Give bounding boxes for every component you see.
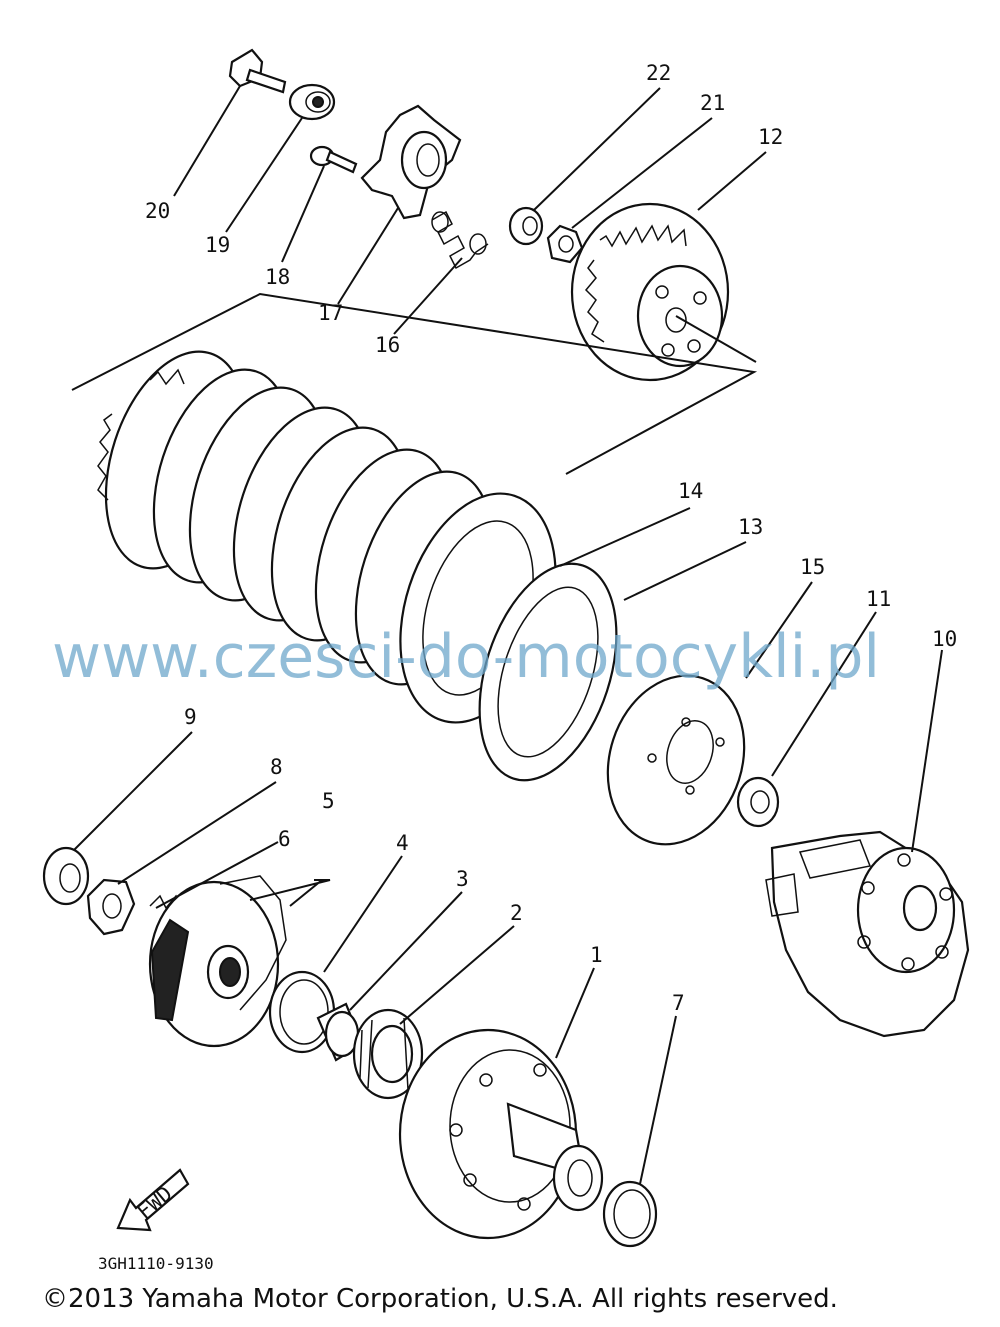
part-4-shim bbox=[268, 970, 336, 1054]
callout-4: 4 bbox=[396, 831, 409, 855]
callout-10: 10 bbox=[932, 627, 957, 651]
part-10-clutch-housing bbox=[765, 830, 970, 1038]
part-9-washer bbox=[42, 846, 90, 906]
callout-numbers: 20 19 18 17 16 22 21 12 14 13 15 11 10 9… bbox=[145, 61, 957, 1015]
part-21-lock-washer bbox=[546, 224, 584, 264]
part-8-lock-washer bbox=[86, 878, 136, 936]
callout-18: 18 bbox=[265, 265, 290, 289]
callout-1: 1 bbox=[590, 943, 603, 967]
clutch-plate-stack bbox=[97, 350, 557, 724]
fwd-direction-arrow: FWD bbox=[116, 1168, 190, 1232]
callout-12: 12 bbox=[758, 125, 783, 149]
part-22-nut bbox=[508, 206, 544, 246]
callout-11: 11 bbox=[866, 587, 891, 611]
plate-stack-bracket bbox=[71, 292, 758, 475]
part-5-centrifugal-clutch bbox=[148, 875, 287, 1048]
callout-21: 21 bbox=[700, 91, 725, 115]
drawing-code: 3GH1110-9130 bbox=[98, 1254, 214, 1273]
callout-17: 17 bbox=[318, 301, 343, 325]
callout-8: 8 bbox=[270, 755, 283, 779]
copyright-notice: ©2013 Yamaha Motor Corporation, U.S.A. A… bbox=[42, 1284, 838, 1314]
part-15-pressure-plate bbox=[606, 674, 746, 846]
callout-2: 2 bbox=[510, 901, 523, 925]
callout-3: 3 bbox=[456, 867, 469, 891]
leader-lines bbox=[73, 85, 943, 1185]
part-2-needle-bearing bbox=[352, 1008, 424, 1100]
callout-9: 9 bbox=[184, 705, 197, 729]
part-11-washer bbox=[736, 776, 780, 828]
callout-19: 19 bbox=[205, 233, 230, 257]
part-13-friction-plate bbox=[478, 562, 618, 782]
part-1-primary-drive bbox=[398, 1028, 604, 1240]
callout-13: 13 bbox=[738, 515, 763, 539]
part-19-bearing bbox=[288, 83, 336, 121]
part-16-spring bbox=[431, 210, 489, 270]
part-17-pressure-plate bbox=[360, 104, 462, 220]
callout-5: 5 bbox=[322, 789, 335, 813]
callout-7: 7 bbox=[672, 991, 685, 1015]
callout-6: 6 bbox=[278, 827, 291, 851]
part-20-bolt bbox=[228, 48, 287, 94]
callout-22: 22 bbox=[646, 61, 671, 85]
callout-15: 15 bbox=[800, 555, 825, 579]
callout-14: 14 bbox=[678, 479, 703, 503]
callout-16: 16 bbox=[375, 333, 400, 357]
part-18-screw bbox=[309, 145, 358, 174]
part-12-clutch-boss bbox=[570, 202, 730, 382]
callout-20: 20 bbox=[145, 199, 170, 223]
part-7-thrust-washer bbox=[602, 1180, 658, 1248]
